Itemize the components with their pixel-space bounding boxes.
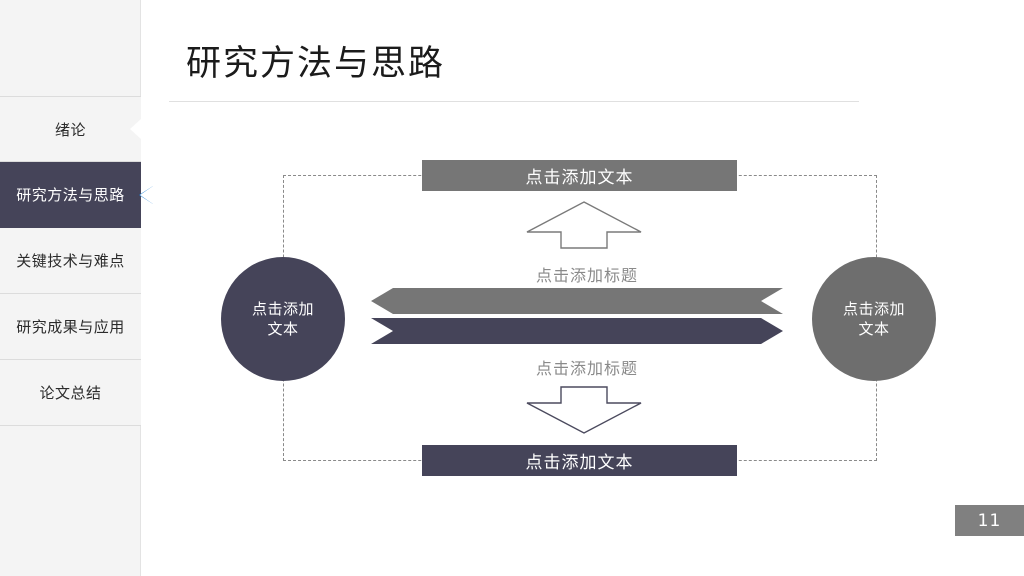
sidebar-item-label: 绪论 [54,120,86,139]
sidebar-item-label: 论文总结 [39,384,102,402]
top-text-bar[interactable]: 点击添加文本 [422,160,737,191]
sidebar-item-list: 绪论 研究方法与思路 关键技术与难点 研究成果与应用 论文总结 [0,96,153,426]
dashed-frame [283,175,877,461]
notch-marker-icon [130,118,142,140]
right-circle-line2: 文本 [858,320,890,338]
left-circle-line2: 文本 [267,320,299,338]
right-pointing-ribbon-arrow-icon [371,318,783,344]
right-circle-node[interactable]: 点击添加 文本 [812,257,936,381]
sidebar-item-key-technology[interactable]: 关键技术与难点 [0,228,141,294]
sidebar-item-research-method[interactable]: 研究方法与思路 [0,162,153,228]
left-pointing-ribbon-arrow-icon [371,288,783,314]
sidebar-item-label: 研究方法与思路 [16,186,125,204]
sidebar-item-label: 研究成果与应用 [16,318,125,336]
bottom-text-bar[interactable]: 点击添加文本 [422,445,737,476]
sidebar-item-introduction[interactable]: 绪论 [0,96,142,162]
down-arrow-outline-icon [526,386,642,434]
left-circle-node[interactable]: 点击添加 文本 [221,257,345,381]
top-text-bar-label: 点击添加文本 [525,168,634,188]
sidebar-item-conclusion[interactable]: 论文总结 [0,360,141,426]
bottom-text-bar-label: 点击添加文本 [525,453,634,473]
page-title: 研究方法与思路 [186,44,446,84]
sidebar-nav: 绪论 研究方法与思路 关键技术与难点 研究成果与应用 论文总结 [0,0,153,576]
sidebar-item-label: 关键技术与难点 [16,252,125,270]
page-number-badge: 11 [955,505,1024,536]
upper-center-label: 点击添加标题 [535,266,638,285]
sidebar-item-research-results[interactable]: 研究成果与应用 [0,294,141,360]
up-arrow-outline-icon [526,201,642,249]
left-circle-line1: 点击添加 [251,299,314,318]
title-divider [169,101,859,102]
right-circle-line1: 点击添加 [842,299,905,318]
active-pointer-arrow-icon [139,185,153,204]
lower-center-label: 点击添加标题 [535,359,638,378]
